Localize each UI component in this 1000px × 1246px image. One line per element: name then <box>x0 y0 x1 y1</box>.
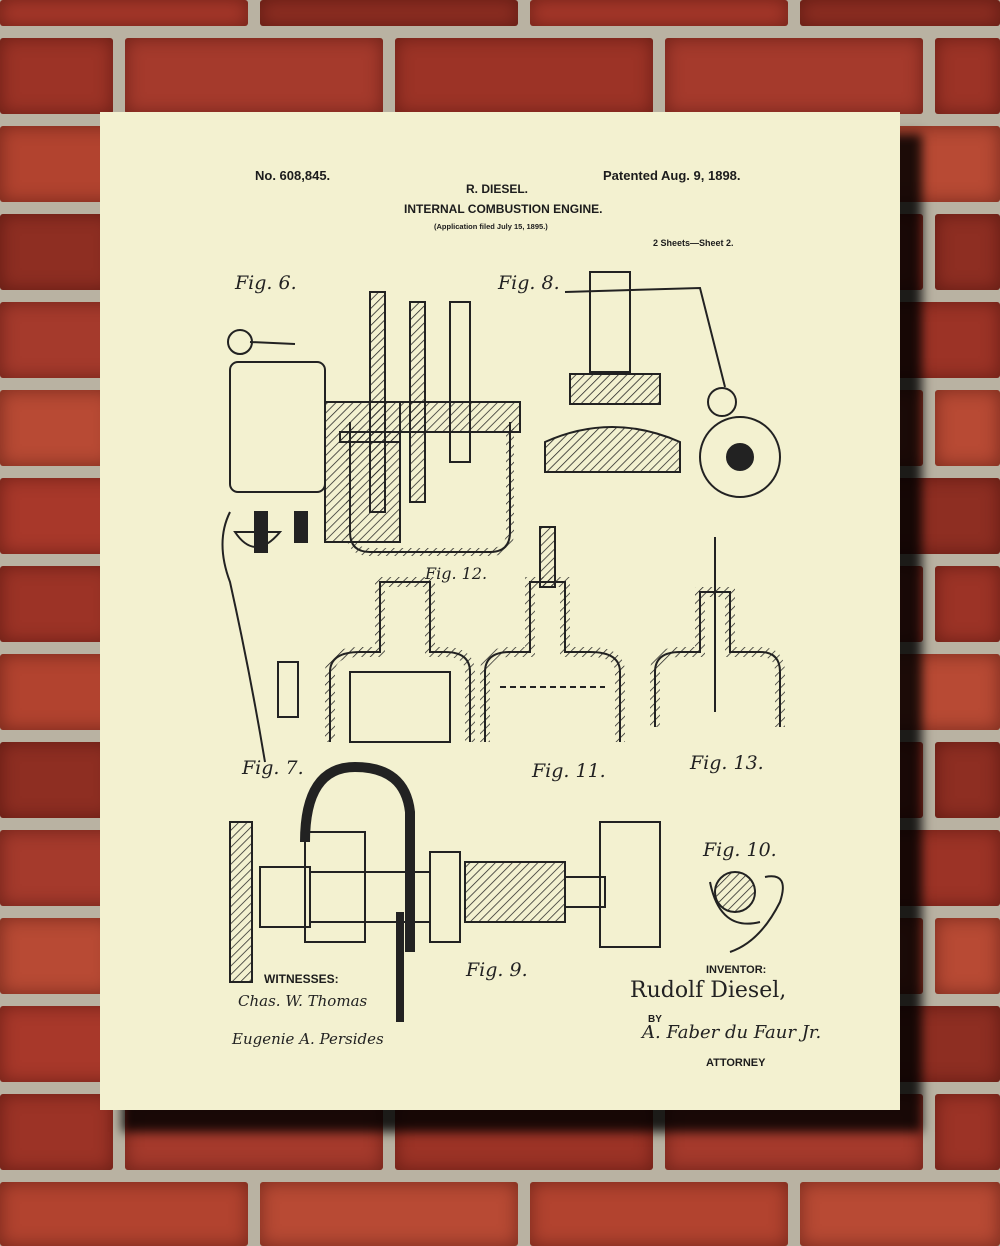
brick <box>0 38 113 114</box>
brick <box>935 1094 1000 1170</box>
fig-11-drawing <box>480 526 625 742</box>
patent-poster: No. 608,845. Patented Aug. 9, 1898. R. D… <box>100 112 900 1110</box>
fig-13-label: Fig. 13. <box>690 752 764 774</box>
brick <box>0 742 113 818</box>
sheet-number: 2 Sheets—Sheet 2. <box>653 238 734 248</box>
attorney-signature: A. Faber du Faur Jr. <box>642 1022 822 1043</box>
brick <box>260 1182 518 1246</box>
brick <box>800 1182 1000 1246</box>
brick <box>260 0 518 26</box>
brick <box>0 566 113 642</box>
brick <box>0 214 113 290</box>
fig-6-label: Fig. 6. <box>235 272 297 294</box>
brick <box>800 0 1000 26</box>
inventor-signature: Rudolf Diesel, <box>630 978 787 1003</box>
fig-6-drawing <box>227 291 521 556</box>
brick <box>0 1182 248 1246</box>
fig-13-drawing <box>650 537 785 727</box>
witnesses-label: WITNESSES: <box>264 972 339 986</box>
brick <box>935 390 1000 466</box>
patent-number: No. 608,845. <box>255 168 331 183</box>
inventor-header: R. DIESEL. <box>466 182 529 196</box>
brick <box>935 214 1000 290</box>
fig-10-drawing <box>709 871 784 953</box>
by-label: BY <box>648 1014 662 1025</box>
witness-1-signature: Chas. W. Thomas <box>238 992 368 1010</box>
brick <box>935 918 1000 994</box>
fig-9-drawing <box>229 761 661 1022</box>
brick <box>125 38 383 114</box>
fig-8-drawing <box>544 271 781 498</box>
application-date: (Application filed July 15, 1895.) <box>434 222 548 231</box>
brick <box>0 1094 113 1170</box>
fig-7-drawing <box>221 511 308 763</box>
patent-date: Patented Aug. 9, 1898. <box>603 168 741 183</box>
brick <box>0 918 113 994</box>
brick <box>935 38 1000 114</box>
brick <box>935 566 1000 642</box>
fig-12-drawing <box>325 577 475 743</box>
patent-title: INTERNAL COMBUSTION ENGINE. <box>404 202 603 216</box>
patent-drawings <box>221 271 785 1022</box>
attorney-label: ATTORNEY <box>706 1057 766 1069</box>
fig-11-label: Fig. 11. <box>532 760 606 782</box>
fig-8-label: Fig. 8. <box>498 272 560 294</box>
brick <box>530 1182 788 1246</box>
brick <box>0 0 248 26</box>
fig-12-label: Fig. 12. <box>425 564 488 583</box>
brick <box>935 742 1000 818</box>
brick <box>665 38 923 114</box>
brick <box>395 38 653 114</box>
brick <box>0 390 113 466</box>
fig-7-label: Fig. 7. <box>242 757 304 779</box>
brick <box>530 0 788 26</box>
fig-9-label: Fig. 9. <box>466 959 528 981</box>
fig-10-label: Fig. 10. <box>703 839 777 861</box>
inventor-label: INVENTOR: <box>706 964 767 976</box>
witness-2-signature: Eugenie A. Persides <box>232 1030 384 1048</box>
